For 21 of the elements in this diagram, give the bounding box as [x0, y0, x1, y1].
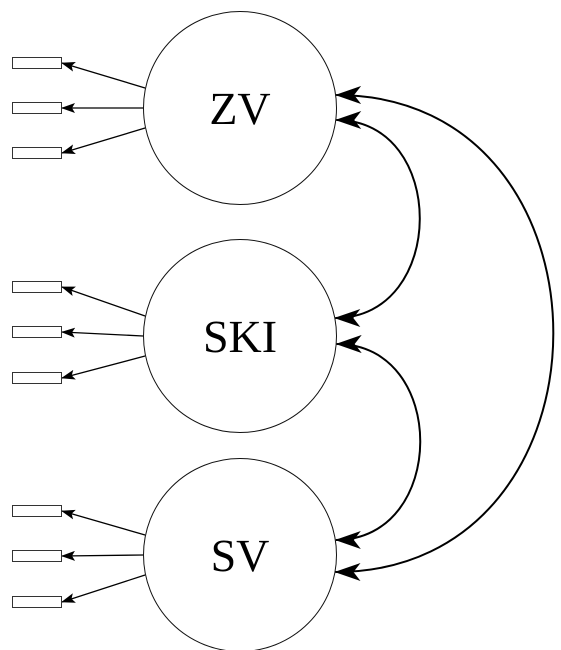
indicator-box — [12, 281, 62, 293]
arrow — [61, 574, 146, 603]
indicator-box — [12, 102, 62, 114]
indicator-box — [12, 57, 62, 69]
arrow — [61, 103, 143, 113]
arrow — [61, 355, 146, 380]
indicator-box — [12, 326, 62, 338]
latent-variable-circle: SV — [143, 458, 337, 650]
arrow — [61, 328, 144, 338]
indicator-box — [12, 550, 62, 562]
arrow — [61, 127, 146, 154]
arrow — [61, 62, 146, 89]
arrow — [61, 550, 143, 561]
arrow — [61, 286, 146, 317]
indicator-box — [12, 372, 62, 384]
arrow — [61, 510, 146, 536]
indicator-box — [12, 596, 62, 608]
latent-variable-circle: ZV — [143, 11, 337, 205]
latent-variable-circle: SKI — [143, 239, 337, 433]
indicator-box — [12, 505, 62, 517]
indicator-box — [12, 147, 62, 159]
